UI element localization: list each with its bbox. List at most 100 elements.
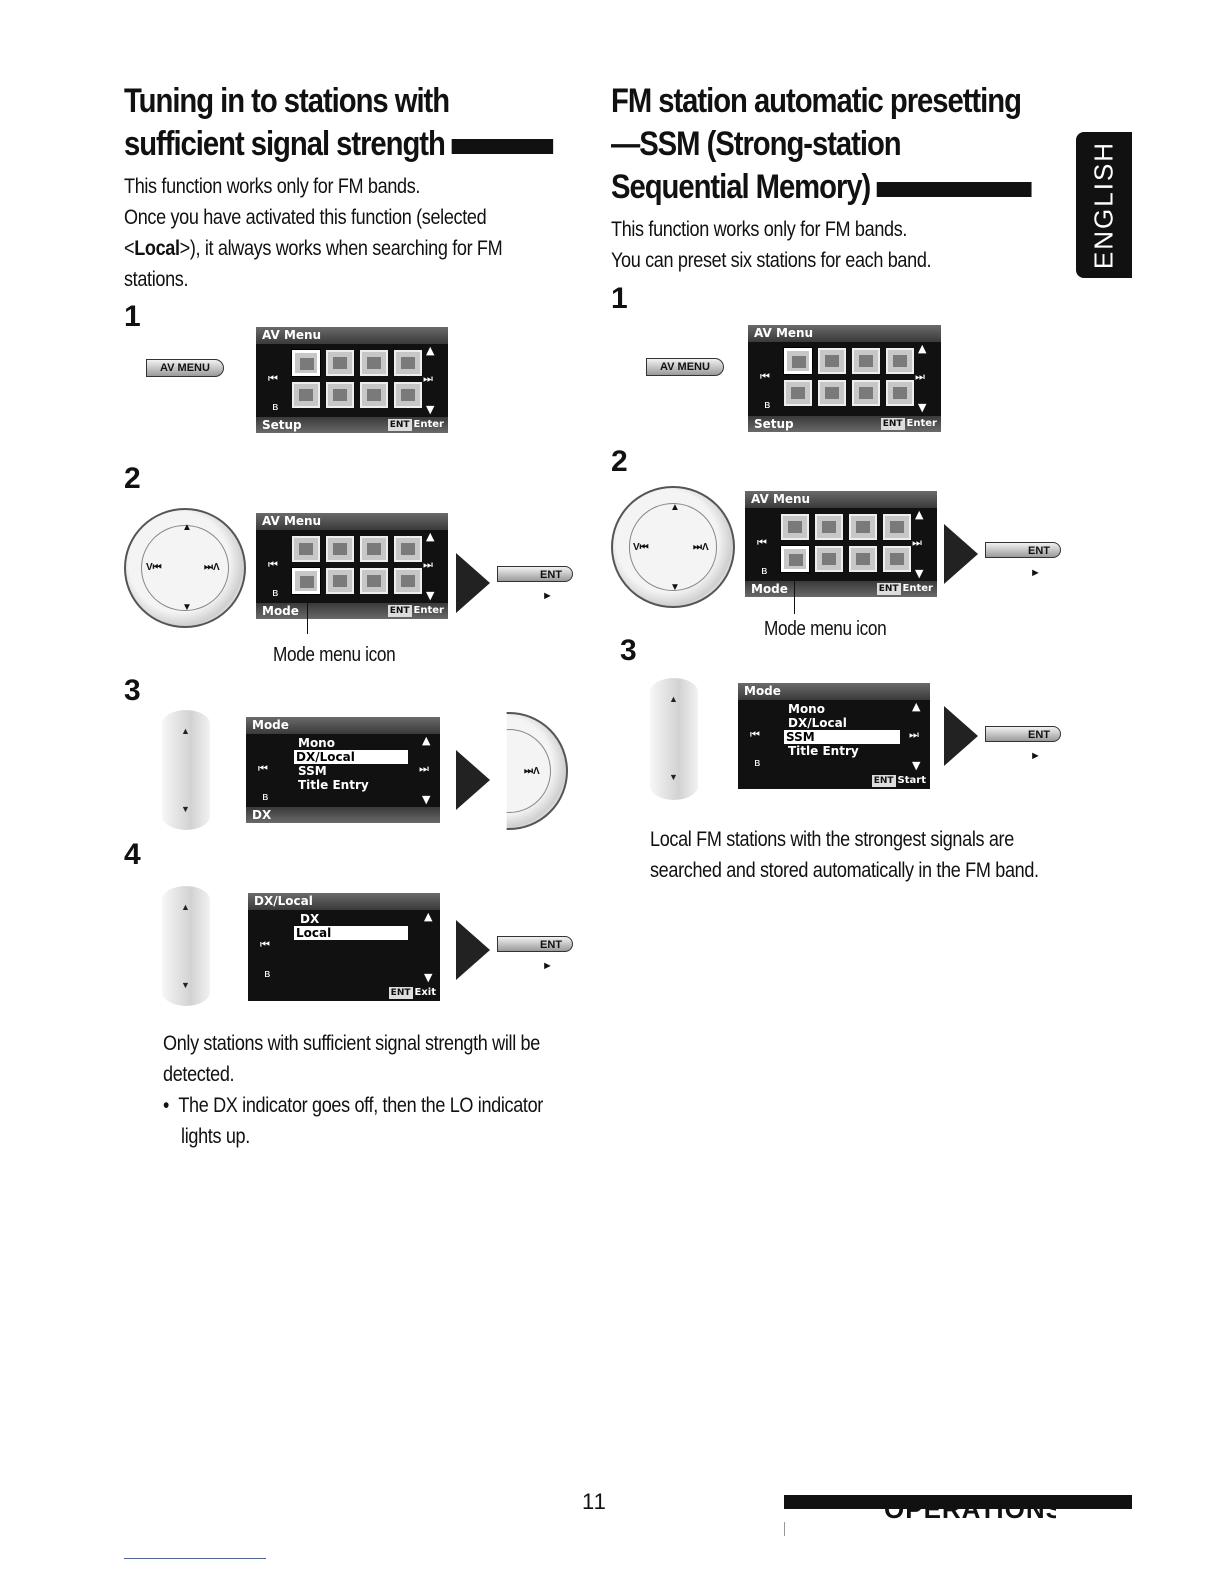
press-indicator-icon: ► (542, 590, 553, 602)
footer-tick (784, 1522, 785, 1536)
next-icon: ⏭ (915, 370, 925, 383)
section-footer-label: OPERATIONS (884, 1500, 1056, 1524)
dial-down-icon: ▼ (669, 772, 678, 782)
dial-side-view[interactable]: ▲ ▼ (650, 678, 698, 800)
press-indicator-icon: ► (1030, 750, 1041, 762)
list-menu-icon[interactable] (818, 380, 846, 406)
language-tab-label: ENGLISH (1088, 140, 1119, 270)
up-arrow-icon: ▲ (918, 342, 927, 355)
prev-icon: ⏮ (268, 558, 278, 571)
menu-item-dx[interactable]: DX (300, 912, 320, 926)
press-indicator-icon: ► (1030, 567, 1041, 579)
effect-menu-icon[interactable] (883, 514, 911, 540)
list-menu-icon[interactable] (815, 546, 843, 572)
dial-left-label: V⏮ (146, 562, 162, 573)
ent-button[interactable]: ENT (497, 566, 573, 582)
sound-menu-icon[interactable] (360, 536, 388, 562)
left-title-line2: sufficient signal strength (124, 125, 446, 163)
setup-menu-icon[interactable] (783, 347, 813, 375)
bluetooth-icon: ʙ (272, 586, 279, 599)
dial-side-view[interactable]: ▲ ▼ (162, 886, 210, 1006)
dial-up-icon: ▲ (670, 502, 680, 513)
menu-item-local[interactable]: Local (294, 926, 408, 940)
tools-menu-icon[interactable] (394, 568, 422, 594)
enter-label: Enter (413, 605, 444, 616)
av-menu-button[interactable]: AV MENU (146, 359, 224, 377)
screen-header: Mode (246, 717, 440, 734)
left-step-3: 3 (124, 674, 141, 707)
section-footer-bar (784, 1495, 1132, 1509)
display-menu-icon[interactable] (326, 536, 354, 562)
mode-menu-icon[interactable] (780, 545, 810, 573)
bluetooth-menu-icon[interactable] (849, 546, 877, 572)
bluetooth-icon: ʙ (761, 564, 768, 577)
tools-menu-icon[interactable] (394, 382, 422, 408)
left-title-line1: Tuning in to stations with (124, 82, 450, 120)
list-menu-icon[interactable] (326, 568, 354, 594)
menu-item-title-entry[interactable]: Title Entry (298, 778, 369, 792)
display-menu-icon[interactable] (818, 348, 846, 374)
setup-menu-icon[interactable] (291, 349, 321, 377)
menu-item-title-entry[interactable]: Title Entry (788, 744, 859, 758)
dx-indicator: DX (252, 808, 272, 822)
effect-menu-icon[interactable] (394, 350, 422, 376)
setup-menu-icon[interactable] (781, 514, 809, 540)
up-arrow-icon: ▲ (426, 344, 435, 357)
bullet-icon: • (163, 1094, 179, 1117)
menu-item-ssm[interactable]: SSM (784, 730, 900, 744)
mode-menu-icon[interactable] (784, 380, 812, 406)
sound-menu-icon[interactable] (849, 514, 877, 540)
tools-menu-icon[interactable] (883, 546, 911, 572)
dial-up-icon: ▲ (669, 694, 678, 704)
display-menu-icon[interactable] (815, 514, 843, 540)
bluetooth-icon: ʙ (764, 398, 771, 411)
next-step-arrow-icon (456, 750, 490, 810)
bluetooth-menu-icon[interactable] (360, 382, 388, 408)
ent-button[interactable]: ENT (985, 542, 1061, 558)
prev-icon: ⏮ (760, 370, 770, 383)
display-menu-icon[interactable] (326, 350, 354, 376)
effect-menu-icon[interactable] (886, 348, 914, 374)
setup-menu-icon[interactable] (292, 536, 320, 562)
av-menu-button[interactable]: AV MENU (646, 358, 724, 376)
ent-button[interactable]: ENT (497, 936, 573, 952)
page-number: 11 (582, 1489, 607, 1514)
dial-side-view[interactable]: ▲ ▼ (162, 710, 210, 830)
up-arrow-icon: ▲ (422, 734, 431, 747)
sound-menu-icon[interactable] (360, 350, 388, 376)
screen-header: AV Menu (256, 513, 448, 530)
screen-header: Mode (738, 683, 930, 700)
menu-item-mono[interactable]: Mono (788, 702, 825, 716)
mode-menu-icon-caption: Mode menu icon (764, 618, 887, 640)
menu-item-ssm[interactable]: SSM (298, 764, 327, 778)
ent-button[interactable]: ENT (985, 726, 1061, 742)
menu-item-dx-local[interactable]: DX/Local (294, 750, 408, 764)
control-dial[interactable]: ▲ ▼ V⏮ ⏭Λ (124, 508, 246, 628)
bluetooth-menu-icon[interactable] (852, 380, 880, 406)
left-bullet: • The DX indicator goes off, then the LO… (163, 1090, 543, 1152)
right-title: FM station automatic presetting —SSM (St… (611, 80, 1032, 209)
title-bar (877, 181, 1032, 197)
mode-menu-icon[interactable] (291, 567, 321, 595)
list-menu-icon[interactable] (326, 382, 354, 408)
prev-icon: ⏮ (258, 762, 268, 775)
next-icon: ⏭ (419, 762, 429, 775)
effect-menu-icon[interactable] (394, 536, 422, 562)
down-arrow-icon: ▼ (426, 403, 435, 416)
left-step-1: 1 (124, 300, 141, 333)
right-title-line1: FM station automatic presetting (611, 82, 1022, 120)
menu-item-mono[interactable]: Mono (298, 736, 335, 750)
bluetooth-icon: ʙ (272, 400, 279, 413)
dial-down-icon: ▼ (181, 804, 190, 814)
mode-menu-icon[interactable] (292, 382, 320, 408)
bluetooth-menu-icon[interactable] (360, 568, 388, 594)
menu-item-dx-local[interactable]: DX/Local (788, 716, 847, 730)
control-dial[interactable]: ▲ ▼ V⏮ ⏭Λ (611, 486, 735, 608)
sound-menu-icon[interactable] (852, 348, 880, 374)
tools-menu-icon[interactable] (886, 380, 914, 406)
